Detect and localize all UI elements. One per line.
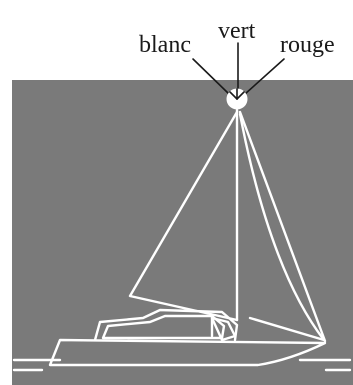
hull — [48, 338, 327, 367]
label-vert: vert — [218, 18, 256, 44]
hatch — [210, 316, 237, 342]
gray-panel — [12, 80, 353, 385]
forestay — [238, 110, 327, 343]
label-blanc: blanc — [139, 32, 191, 58]
cabin-window — [101, 314, 226, 340]
masthead-light — [226, 88, 248, 110]
cabin — [93, 308, 239, 342]
jib-sail — [238, 112, 326, 342]
label-rouge: rouge — [280, 32, 335, 58]
leader-line-rouge — [244, 58, 285, 95]
leader-line-blanc — [192, 58, 230, 95]
